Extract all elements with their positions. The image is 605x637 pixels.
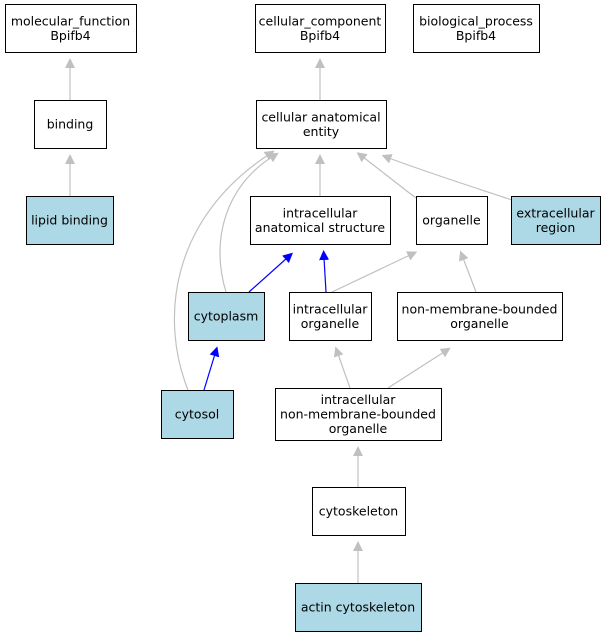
node-label-line: actin cytoskeleton (301, 600, 415, 615)
node-label-line: cellular_component (259, 13, 382, 28)
node-box (255, 4, 386, 53)
node-label-line: molecular_function (11, 13, 130, 28)
node-label-line: cytosol (175, 407, 219, 422)
node-box (34, 100, 107, 149)
node-label-line: organelle (450, 316, 509, 331)
node-label-line: Bpifb4 (50, 28, 90, 43)
node-label-line: anatomical structure (255, 220, 385, 235)
nodes-layer: molecular_functionBpifb4cellular_compone… (5, 4, 601, 632)
edge-cytoplasm-to-cae (219, 152, 279, 293)
node-box (295, 583, 422, 632)
node-label-line: binding (47, 117, 94, 132)
node-box (275, 388, 442, 441)
edge-io-to-organelle (331, 251, 418, 293)
edge-inmbo-to-nmbo (387, 347, 451, 389)
edge-cytoplasm-to-ias (248, 252, 293, 293)
node-label-line: Bpifb4 (456, 28, 496, 43)
node-box (188, 292, 265, 341)
edge-nmbo-to-organelle (459, 250, 477, 293)
node-box (26, 196, 114, 245)
node-label-line: intracellular (321, 392, 397, 407)
edges-layer (65, 58, 513, 583)
node-label-line: organelle (422, 213, 481, 228)
node-box (250, 196, 391, 245)
edge-cytosol-to-cae (173, 150, 275, 391)
node-label-line: organelle (329, 421, 388, 436)
node-box (416, 196, 488, 245)
edge-cytosol-to-cytoplasm (203, 346, 220, 391)
node-box (312, 487, 406, 536)
node-lipid[interactable]: lipid binding (26, 196, 114, 245)
node-cytosk[interactable]: cytoskeleton (312, 487, 406, 536)
node-label-line: cytoplasm (194, 309, 259, 324)
node-box (161, 390, 234, 439)
node-label-line: cytoskeleton (319, 504, 398, 519)
node-label-line: region (536, 220, 576, 235)
node-label-line: organelle (301, 316, 360, 331)
node-label-line: biological_process (419, 13, 533, 28)
node-binding[interactable]: binding (34, 100, 107, 149)
edge-io-to-ias (319, 250, 330, 293)
node-box (256, 100, 387, 149)
edge-extra-to-cae (381, 154, 513, 201)
node-box (397, 292, 563, 341)
node-label-line: intracellular (293, 301, 369, 316)
node-box (413, 4, 540, 53)
node-cytoplasm[interactable]: cytoplasm (188, 292, 265, 341)
node-label-line: Bpifb4 (300, 28, 340, 43)
edge-inmbo-to-io (333, 346, 351, 389)
node-organelle[interactable]: organelle (416, 196, 488, 245)
node-label-line: non-membrane-bounded (280, 407, 436, 422)
node-label-line: intracellular (283, 205, 359, 220)
node-box (289, 292, 372, 341)
node-label-line: entity (303, 124, 340, 139)
node-label-line: lipid binding (31, 213, 108, 228)
edge-organelle-to-cae (356, 152, 417, 199)
node-label-line: cellular anatomical (261, 109, 380, 124)
node-box (511, 196, 601, 245)
node-inmbo[interactable]: intracellularnon-membrane-boundedorganel… (275, 388, 442, 441)
node-actin[interactable]: actin cytoskeleton (295, 583, 422, 632)
node-cytosol[interactable]: cytosol (161, 390, 234, 439)
node-label-line: extracellular (516, 205, 595, 220)
node-box (5, 4, 137, 53)
node-label-line: non-membrane-bounded (402, 301, 558, 316)
